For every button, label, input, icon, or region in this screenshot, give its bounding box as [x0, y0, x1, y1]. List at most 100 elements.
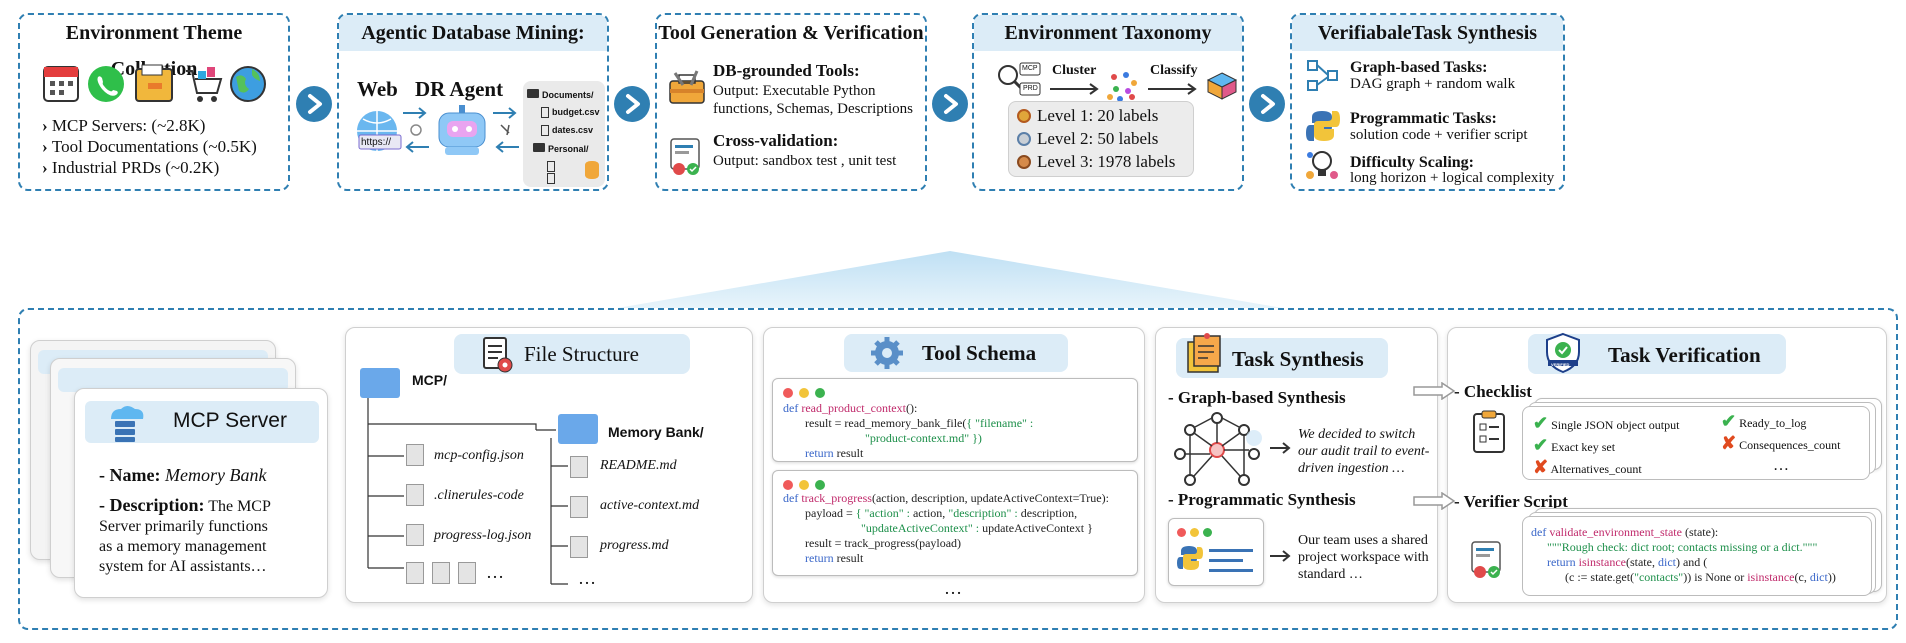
verifier-code-box: def validate_environment_state (state): … — [1522, 516, 1872, 596]
window-dots — [783, 477, 825, 495]
level-row: Level 2: 50 labels — [1017, 129, 1158, 149]
yellow-dot-icon — [799, 388, 809, 398]
arrow-right-icon — [1249, 86, 1285, 122]
ellipsis: … — [578, 568, 596, 588]
arrow-icon — [1270, 550, 1291, 562]
file-tree-panel: Documents/ budget.csv dates.csv Personal… — [523, 81, 605, 187]
folder-icon — [533, 143, 545, 152]
file-icon — [547, 161, 555, 172]
check-item: ✘ Consequences_count — [1721, 433, 1841, 453]
programmatic-tasks-text: solution code + verifier script — [1350, 127, 1528, 143]
code-line — [1209, 559, 1243, 562]
stage-agentic-database-mining: Agentic Database Mining: Web DR Agent ht… — [337, 13, 609, 191]
dag-graph-icon — [1174, 412, 1262, 486]
root-folder-label: MCP/ — [412, 372, 447, 388]
level-row: Level 3: 1978 labels — [1017, 152, 1175, 172]
description-line: The MCP — [208, 498, 271, 515]
stage-environment-taxonomy: Environment Taxonomy MCP PRD Cluster Cla… — [972, 13, 1244, 191]
file-tree-lines — [367, 396, 568, 585]
theme-item: › Industrial PRDs (~0.2K) — [42, 158, 220, 177]
check-icon: ✔ — [1721, 411, 1737, 431]
theme-item: › MCP Servers: (~2.8K) — [42, 116, 206, 135]
file-structure-card: File Structure MCP/ mcp-config.json .cli… — [345, 327, 753, 603]
file-icon — [570, 496, 588, 518]
zoom-connector — [600, 251, 1300, 311]
description-line: system for AI assistants… — [99, 558, 267, 575]
stage-tool-generation-verification: Tool Generation & Verification DB-ground… — [655, 13, 927, 191]
folder-icon — [527, 89, 539, 98]
test-result-icon — [1471, 541, 1501, 578]
mcp-card-header: MCP Server — [85, 401, 319, 443]
red-dot-icon — [1177, 528, 1186, 537]
arrow-icon — [1148, 83, 1197, 95]
tool-schema-header: Tool Schema — [844, 334, 1068, 372]
description-label: - Description: — [99, 495, 205, 515]
level-row: Level 1: 20 labels — [1017, 106, 1158, 126]
file-structure-header: File Structure — [454, 334, 690, 374]
bronze-medal-icon — [1017, 155, 1031, 169]
mcp-server-card: MCP Server - Name: Memory Bank - Descrip… — [74, 388, 328, 598]
folder-icon — [135, 64, 173, 102]
green-dot-icon — [815, 388, 825, 398]
checklist-box: ✔ Single JSON object output ✔ Ready_to_l… — [1522, 406, 1870, 480]
stage-title: Environment Taxonomy — [974, 15, 1242, 51]
file-entry: progress-log.json — [434, 528, 532, 543]
file-budget: budget.csv — [552, 107, 600, 117]
file-structure-title: File Structure — [524, 342, 639, 366]
folder-documents: Documents/ — [542, 90, 594, 100]
whatsapp-icon — [88, 66, 124, 102]
red-dot-icon — [783, 480, 793, 490]
web-label: Web — [357, 77, 398, 101]
verifier-code-lines: def validate_environment_state (state): … — [1531, 525, 1836, 584]
file-icon — [406, 444, 424, 466]
data-flow-arrows-icon — [403, 107, 429, 153]
stage-title: Agentic Database Mining: — [339, 15, 607, 51]
sub-folder-label: Memory Bank/ — [608, 424, 704, 440]
chevron-right-icon: › — [42, 116, 52, 135]
window-dots — [1177, 524, 1212, 542]
task-synthesis-title: Task Synthesis — [1232, 347, 1364, 371]
folder-personal: Personal/ — [548, 144, 589, 154]
ellipsis: … — [486, 562, 504, 582]
file-icon — [541, 107, 549, 119]
file-dates: dates.csv — [552, 125, 594, 135]
code-line — [1209, 569, 1253, 572]
verified-shield-icon — [1546, 332, 1580, 374]
file-entry: progress.md — [600, 538, 669, 553]
task-verification-card: VERIFIED Task Verification - Checklist ✔… — [1413, 327, 1887, 603]
mcp-search-icon — [998, 62, 1041, 96]
python-icon — [1306, 111, 1340, 141]
check-icon: ✔ — [1533, 435, 1549, 455]
theme-item: › Tool Documentations (~0.5K) — [42, 137, 257, 156]
robot-agent-icon — [438, 105, 486, 155]
cross-icon: ✘ — [1721, 433, 1737, 453]
classify-label: Classify — [1150, 63, 1198, 78]
tool-schema-card: Tool Schema def read_product_context(): … — [763, 327, 1145, 603]
stage-title: VerifiabaleTask Synthesis — [1292, 15, 1563, 51]
file-icon — [570, 456, 588, 478]
task-synthesis-header: Task Synthesis — [1176, 333, 1388, 378]
prd-tag: PRD — [1023, 85, 1038, 92]
sub-folder-icon — [558, 414, 598, 444]
lightbulb-gears-icon — [1306, 151, 1338, 179]
task-verification-header: VERIFIED Task Verification — [1528, 332, 1786, 374]
verified-badge-text: VERIFIED — [1551, 362, 1570, 367]
cross-validation-text: Output: sandbox test , unit test — [713, 153, 897, 169]
clipboard-icon — [1473, 410, 1505, 453]
cloud-server-icon — [111, 406, 144, 442]
calendar-icon — [43, 66, 79, 102]
graph-tasks-heading: Graph-based Tasks: — [1350, 59, 1488, 76]
task-verification-title: Task Verification — [1608, 343, 1761, 367]
database-icon — [585, 161, 599, 179]
check-icon: ✔ — [1533, 413, 1549, 433]
toolbox-icon — [669, 70, 705, 104]
arrow-icon — [1413, 492, 1456, 510]
file-icon — [406, 524, 424, 546]
shopping-cart-icon — [186, 67, 223, 102]
tools-heading: DB-grounded Tools: — [713, 61, 860, 80]
code-line — [1209, 549, 1253, 552]
tool-schema-title: Tool Schema — [922, 341, 1037, 365]
mcp-card-title: MCP Server — [173, 409, 287, 432]
name-label: - Name: — [99, 465, 161, 485]
programmatic-synthesis-heading: - Programmatic Synthesis — [1168, 490, 1356, 509]
